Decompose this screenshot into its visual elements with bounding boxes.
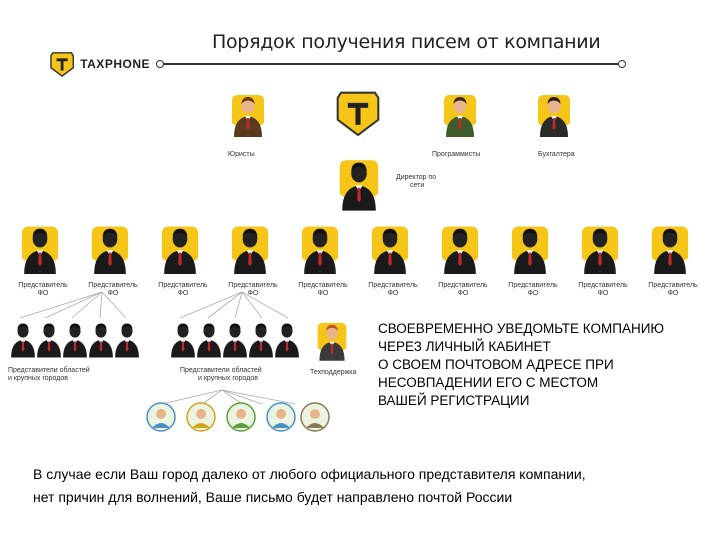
label-fo-rep-line2: ФО [247,290,259,297]
label-fo-rep-line2: ФО [527,290,539,297]
fo-rep-person-icon [366,222,414,279]
label-fo-rep-line1: Представитель [228,282,278,289]
label-director: Директор по сети [396,174,436,190]
label-fo-rep-line1: Представитель [298,282,348,289]
label-fo-rep-line2: ФО [37,290,49,297]
label-fo-rep-line1: Представитель [18,282,68,289]
label-regional-right-line1: Представители областей [180,367,262,374]
regional-rep-person-icon [166,314,200,367]
taxphone-logo-icon [50,52,74,77]
label-regional-left-line1: Представители областей [8,367,90,374]
customer-avatar-icon [300,402,330,437]
fo-rep-person-icon [436,222,484,279]
notice-line-2: ЧЕРЕЗ ЛИЧНЫЙ КАБИНЕТ [378,339,551,354]
label-director-line2: сети [410,182,425,189]
support-person-icon [314,318,350,367]
fo-rep-person-icon [296,222,344,279]
accountant-person-icon [534,90,574,143]
regional-rep-person-icon [84,314,118,367]
label-fo-rep-line1: Представитель [438,282,488,289]
label-fo-rep-line2: ФО [177,290,189,297]
notice-line-1: СВОЕВРЕМЕННО УВЕДОМЬТЕ КОМПАНИЮ [378,321,665,336]
customer-avatar-icon [266,402,296,437]
notice-line-4: НЕСОВПАДЕНИИ ЕГО С МЕСТОМ [378,375,599,390]
label-fo-rep-line2: ФО [107,290,119,297]
page-title: Порядок получения писем от компании [212,31,601,53]
label-fo-rep-line1: Представитель [648,282,698,289]
fo-rep-person-icon [506,222,554,279]
label-regional-left-line2: и крупных городов [8,375,68,382]
regional-rep-person-icon [192,314,226,367]
label-regional-right-line2: и крупных городов [198,375,258,382]
label-regional-left: Представители областей и крупных городов [8,367,90,383]
logo-text: TAXPHONE [80,57,150,71]
label-support: Техподдержка [310,369,357,376]
footer-line-2: нет причин для волнений, Ваше письмо буд… [33,489,513,505]
footer-line-1: В случае если Ваш город далеко от любого… [33,466,586,482]
title-rule [156,60,626,68]
label-fo-rep-line1: Представитель [368,282,418,289]
center-logo-icon [336,88,380,143]
fo-rep-person-icon [646,222,694,279]
label-fo-rep-line1: Представитель [158,282,208,289]
label-fo-rep-line2: ФО [597,290,609,297]
fo-rep-person-icon [226,222,274,279]
label-lawyers: Юристы [228,151,255,158]
label-fo-rep-line2: ФО [387,290,399,297]
label-fo-rep-line2: ФО [317,290,329,297]
taxphone-logo: TAXPHONE [50,50,150,78]
label-programmers: Программисты [432,151,481,158]
lawyer-person-icon [228,90,268,143]
fo-rep-person-icon [16,222,64,279]
label-accountant: Бухгалтера [538,151,575,158]
regional-rep-person-icon [32,314,66,367]
regional-rep-person-icon [244,314,278,367]
notice-line-5: ВАШЕЙ РЕГИСТРАЦИИ [378,393,530,408]
customer-avatar-icon [146,402,176,437]
regional-rep-person-icon [6,314,40,367]
customer-avatar-icon [186,402,216,437]
footer-text: В случае если Ваш город далеко от любого… [33,463,713,509]
label-fo-rep-line1: Представитель [508,282,558,289]
label-fo-rep-line1: Представитель [578,282,628,289]
regional-rep-person-icon [218,314,252,367]
label-fo-rep-line2: ФО [457,290,469,297]
customer-avatar-icon [226,402,256,437]
label-regional-right: Представители областей и крупных городов [180,367,262,383]
director-person-icon [335,155,383,216]
notice-text: СВОЕВРЕМЕННО УВЕДОМЬТЕ КОМПАНИЮ ЧЕРЕЗ ЛИ… [378,320,718,410]
regional-rep-person-icon [58,314,92,367]
label-fo-rep-line1: Представитель [88,282,138,289]
fo-rep-person-icon [576,222,624,279]
programmer-person-icon [440,90,480,143]
label-director-line1: Директор по [396,174,437,181]
regional-rep-person-icon [110,314,144,367]
fo-rep-person-icon [156,222,204,279]
label-fo-rep-line2: ФО [667,290,679,297]
notice-line-3: О СВОЕМ ПОЧТОВОМ АДРЕСЕ ПРИ [378,357,614,372]
fo-rep-person-icon [86,222,134,279]
regional-rep-person-icon [270,314,304,367]
